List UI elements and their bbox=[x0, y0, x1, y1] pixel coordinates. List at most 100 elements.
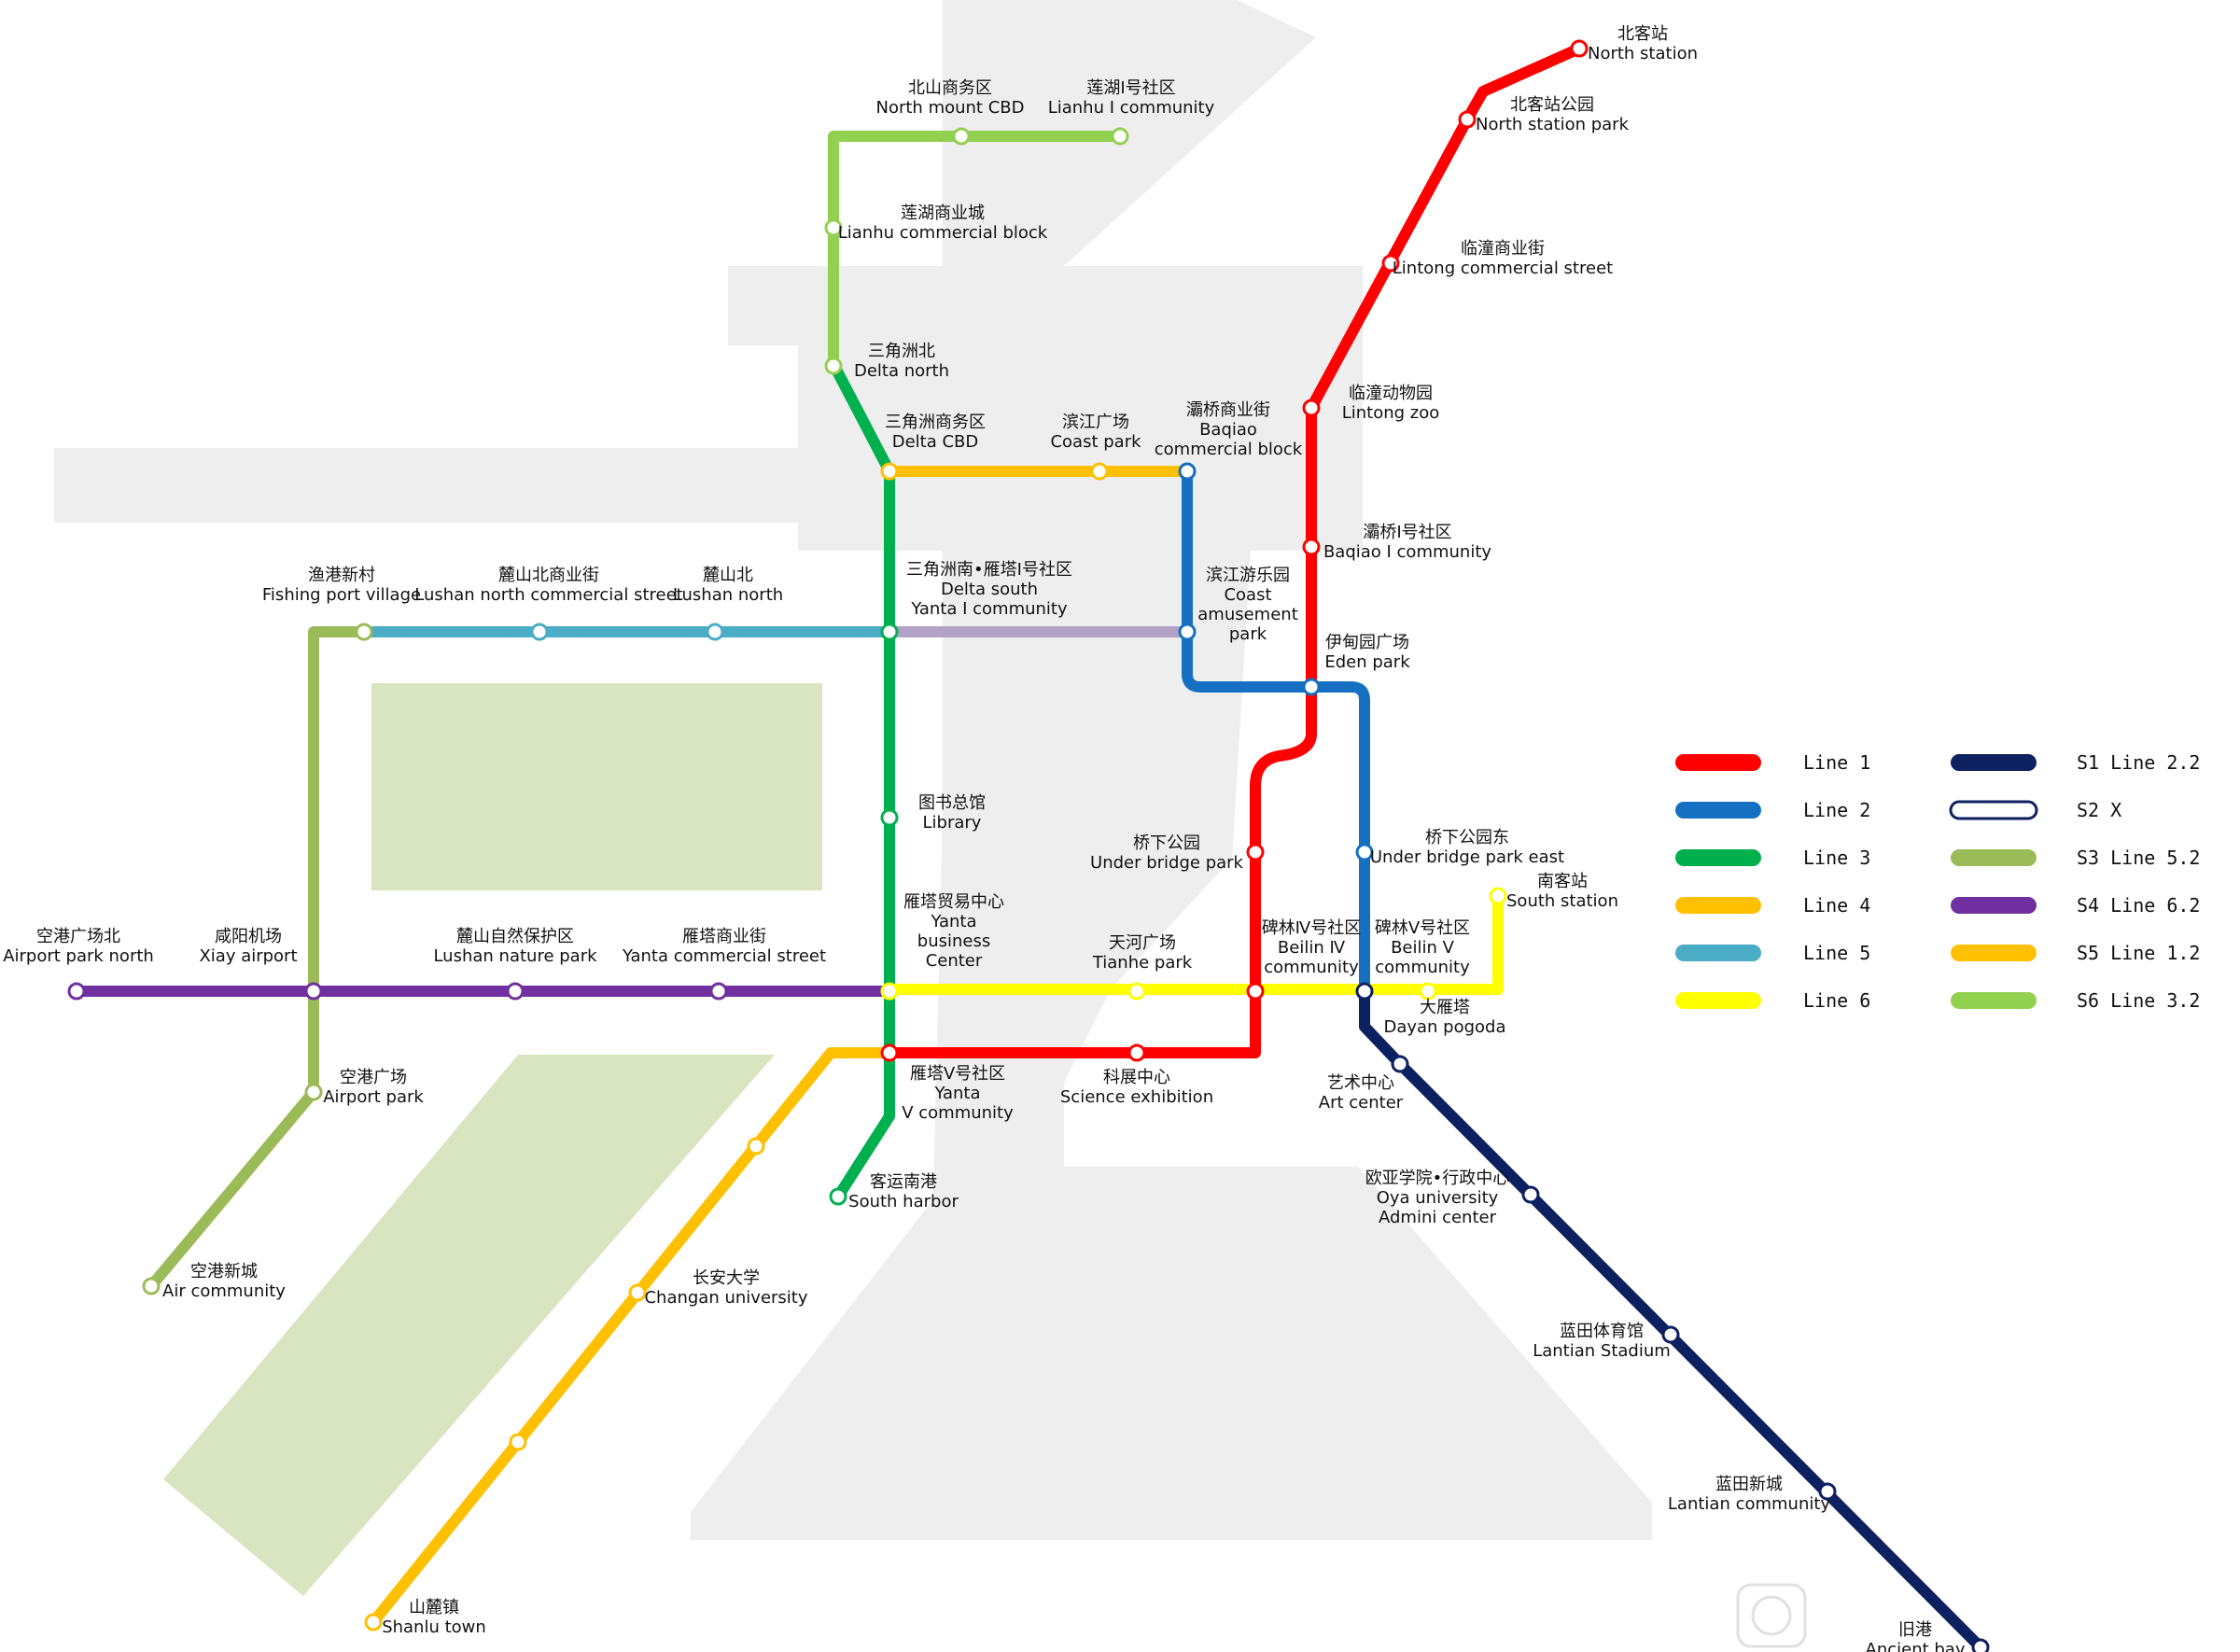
station-lushan-north-commercial[interactable] bbox=[530, 623, 549, 641]
line3-route bbox=[829, 360, 895, 1202]
station-yanta-commercial[interactable] bbox=[709, 982, 728, 1001]
station-name-en: Tianhe park bbox=[1092, 953, 1193, 973]
station-name-en: Yanta bbox=[930, 912, 976, 931]
station-name-zh: 莲湖商业城 bbox=[901, 203, 985, 223]
station-lintong-commercial[interactable] bbox=[1381, 254, 1400, 273]
station-xiay-airport[interactable] bbox=[304, 982, 323, 1001]
station-under-bridge-park[interactable] bbox=[1246, 843, 1265, 861]
station-beilin-5[interactable] bbox=[1355, 982, 1374, 1001]
station-ancient-bay[interactable] bbox=[1971, 1638, 1990, 1652]
station-name-en: Coast park bbox=[1050, 432, 1141, 452]
station-name-zh: 三角洲南•雁塔Ⅰ号社区 bbox=[906, 560, 1072, 580]
station-airport-park[interactable] bbox=[304, 1083, 323, 1101]
station-name-zh: 蓝田新城 bbox=[1715, 1475, 1783, 1494]
station-unnamed-1[interactable] bbox=[747, 1137, 765, 1155]
station-science-exhibition[interactable] bbox=[1127, 1043, 1146, 1062]
station-name-en: Yanta bbox=[933, 1084, 980, 1103]
station-air-community[interactable] bbox=[142, 1277, 161, 1295]
station-name-en: Ancient bay bbox=[1866, 1640, 1966, 1652]
station-name-en: Delta south bbox=[941, 580, 1038, 599]
station-north-station-park[interactable] bbox=[1458, 110, 1477, 129]
station-lushan-nature[interactable] bbox=[506, 982, 525, 1001]
station-yanta-5[interactable] bbox=[880, 1043, 899, 1062]
legend-label: S1 Line 2.2 bbox=[2077, 751, 2200, 774]
station-dayan-pogoda[interactable] bbox=[1419, 982, 1437, 1001]
station-name-zh: 旧港 bbox=[1898, 1620, 1932, 1640]
station-library[interactable] bbox=[880, 808, 899, 827]
station-name-zh: 三角洲商务区 bbox=[885, 413, 986, 432]
s1-route bbox=[1359, 984, 1986, 1652]
station-name-zh: 长安大学 bbox=[693, 1268, 760, 1288]
station-lantian-stadium[interactable] bbox=[1661, 1325, 1680, 1344]
station-fishing-port[interactable] bbox=[355, 623, 373, 641]
station-beilin-4[interactable] bbox=[1246, 982, 1265, 1001]
station-baqiao-commercial[interactable] bbox=[1178, 462, 1197, 481]
station-name-zh: 欧亚学院•行政中心 bbox=[1365, 1169, 1510, 1188]
s6-route bbox=[828, 131, 1126, 371]
legend-label: Line 4 bbox=[1803, 894, 1870, 917]
station-south-station[interactable] bbox=[1489, 887, 1507, 905]
station-oya-university[interactable] bbox=[1521, 1185, 1540, 1204]
legend-label: S2 X bbox=[2077, 799, 2121, 821]
park-area-north bbox=[371, 683, 822, 890]
station-north-station[interactable] bbox=[1570, 39, 1589, 58]
station-north-mount-cbd[interactable] bbox=[952, 127, 971, 146]
station-baqiao-1[interactable] bbox=[1302, 538, 1321, 556]
station-name-zh: 渔港新村 bbox=[308, 566, 375, 585]
s3-route bbox=[146, 626, 370, 1292]
station-eden-park[interactable] bbox=[1302, 678, 1321, 696]
station-name-zh: 滨江游乐园 bbox=[1206, 566, 1290, 585]
station-unnamed-2[interactable] bbox=[509, 1433, 527, 1451]
station-name-zh: 山麓镇 bbox=[409, 1598, 459, 1617]
station-coast-amusement[interactable] bbox=[1178, 623, 1197, 641]
station-tianhe-park[interactable] bbox=[1127, 982, 1146, 1001]
station-lantian-community[interactable] bbox=[1818, 1482, 1837, 1501]
station-shanlu-town[interactable] bbox=[364, 1613, 383, 1631]
station-name-en: Lushan north commercial street bbox=[414, 585, 682, 605]
station-name-en: park bbox=[1229, 624, 1267, 644]
station-lintong-zoo[interactable] bbox=[1302, 399, 1321, 417]
station-coast-park[interactable] bbox=[1090, 462, 1109, 481]
station-delta-north[interactable] bbox=[824, 357, 843, 375]
station-name-zh: 艺术中心 bbox=[1327, 1073, 1394, 1093]
station-changan-university[interactable] bbox=[628, 1283, 647, 1302]
station-south-harbor[interactable] bbox=[829, 1187, 847, 1206]
station-art-center[interactable] bbox=[1391, 1055, 1409, 1073]
station-name-zh: 灞桥Ⅰ号社区 bbox=[1363, 523, 1451, 542]
station-name-zh: 蓝田体育馆 bbox=[1560, 1322, 1644, 1341]
station-yanta-business[interactable] bbox=[880, 982, 899, 1001]
station-lushan-north[interactable] bbox=[706, 623, 724, 641]
station-name-en: Xiay airport bbox=[199, 946, 297, 966]
station-name-zh: 大雁塔 bbox=[1420, 998, 1470, 1017]
station-lianhu-1[interactable] bbox=[1111, 127, 1129, 146]
station-name-en: Beilin Ⅴ bbox=[1391, 938, 1455, 958]
station-airport-park-north[interactable] bbox=[67, 982, 86, 1001]
station-name-en: Beilin Ⅳ bbox=[1278, 938, 1346, 958]
station-name-en: Airport park bbox=[323, 1087, 424, 1107]
station-delta-cbd[interactable] bbox=[880, 462, 899, 481]
station-name-en: Changan university bbox=[644, 1288, 807, 1308]
station-name-en: Baqiao Ⅰ community bbox=[1323, 542, 1491, 562]
station-delta-south[interactable] bbox=[880, 623, 899, 641]
legend-swatch bbox=[1951, 992, 2037, 1009]
station-under-bridge-east[interactable] bbox=[1355, 843, 1374, 861]
station-name-zh: 麓山北商业街 bbox=[498, 566, 599, 585]
station-lianhu-commercial[interactable] bbox=[824, 218, 843, 237]
